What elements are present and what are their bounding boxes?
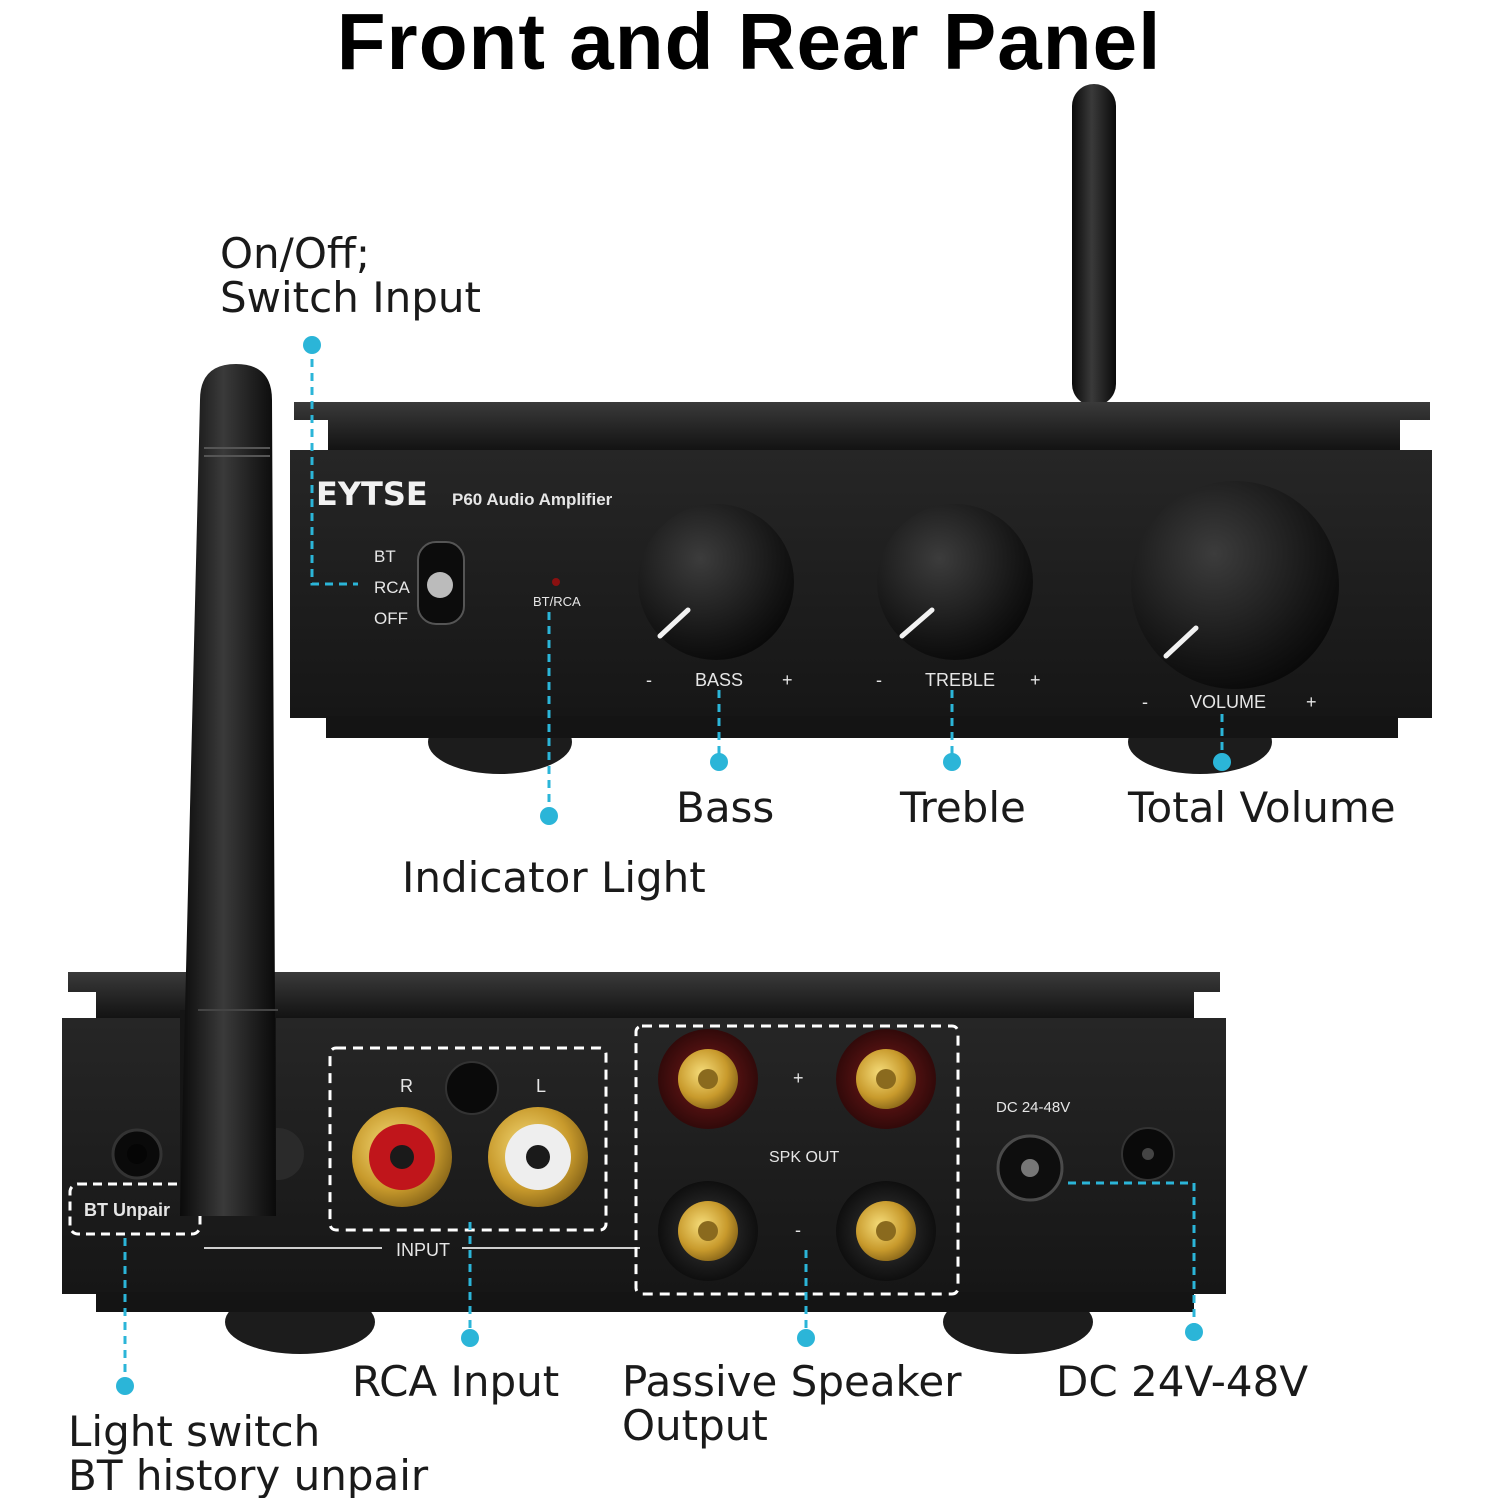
callout-bass: Bass: [676, 783, 775, 832]
callout-switch-line2: Switch Input: [220, 273, 481, 322]
callout-dc: DC 24V-48V: [1056, 1357, 1309, 1406]
callout-light-switch: Light switch BT history unpair: [68, 1410, 428, 1498]
volume-label: VOLUME: [1190, 692, 1266, 712]
callout-light-switch-line1: Light switch: [68, 1407, 321, 1456]
volume-knob[interactable]: [1131, 481, 1339, 689]
input-switch-toggle[interactable]: [427, 572, 453, 598]
callout-lines: [123, 345, 1224, 1386]
callout-rca: RCA Input: [352, 1357, 560, 1406]
front-top-plate: [294, 402, 1430, 452]
rca-callout-dot: [461, 1329, 479, 1347]
speaker-post-left-plus[interactable]: [658, 1029, 758, 1129]
treble-label: TREBLE: [925, 670, 995, 690]
rear-top-plate: [68, 972, 1220, 1020]
treble-callout-dot: [943, 753, 961, 771]
callout-dots: [116, 336, 1231, 1395]
bass-label: BASS: [695, 670, 743, 690]
spk-minus-label: -: [795, 1220, 801, 1240]
speaker-post-right-minus[interactable]: [836, 1181, 936, 1281]
bass-plus: +: [782, 670, 793, 690]
callout-switch-line1: On/Off;: [220, 229, 370, 278]
volume-minus: -: [1142, 692, 1148, 712]
speaker-post-right-plus[interactable]: [836, 1029, 936, 1129]
spk-plus-label: +: [793, 1068, 804, 1088]
treble-plus: +: [1030, 670, 1041, 690]
callout-switch: On/Off; Switch Input: [220, 232, 481, 320]
front-base: [326, 716, 1398, 738]
unpair-callout-dot: [116, 1377, 134, 1395]
aux-jack[interactable]: [445, 1061, 499, 1115]
bass-callout-dot: [710, 753, 728, 771]
switch-label-bt: BT: [374, 547, 396, 566]
page-title: Front and Rear Panel: [336, 0, 1162, 86]
dc-label: DC 24-48V: [996, 1099, 1070, 1116]
rear-base: [96, 1292, 1194, 1312]
volume-callout-dot: [1213, 753, 1231, 771]
speaker-callout-dot: [797, 1329, 815, 1347]
dc-callout-dot: [1185, 1323, 1203, 1341]
callout-speaker-line2: Output: [622, 1401, 768, 1450]
spk-out-label: SPK OUT: [769, 1149, 839, 1166]
model-name: P60 Audio Amplifier: [452, 490, 613, 509]
rca-right-label: R: [400, 1076, 413, 1096]
speaker-post-left-minus[interactable]: [658, 1181, 758, 1281]
brand-logo: EYTSE: [316, 475, 428, 513]
rca-left-label: L: [536, 1076, 546, 1096]
callout-treble: Treble: [900, 783, 1026, 832]
front-unit: EYTSE P60 Audio Amplifier BT RCA OFF BT/…: [290, 84, 1432, 774]
rca-right-jack[interactable]: [352, 1107, 452, 1207]
volume-plus: +: [1306, 692, 1317, 712]
treble-knob[interactable]: [877, 504, 1033, 660]
rca-left-jack[interactable]: [488, 1107, 588, 1207]
indicator-callout-dot: [540, 807, 558, 825]
callout-speaker-line1: Passive Speaker: [622, 1357, 962, 1406]
indicator-light: [552, 578, 560, 586]
front-antenna: [1072, 84, 1116, 406]
switch-callout-dot: [303, 336, 321, 354]
callout-volume: Total Volume: [1128, 783, 1396, 832]
bass-minus: -: [646, 670, 652, 690]
rear-antenna: [180, 364, 276, 1216]
callout-speaker: Passive Speaker Output: [622, 1360, 962, 1448]
bt-unpair-label: BT Unpair: [84, 1200, 170, 1220]
treble-minus: -: [876, 670, 882, 690]
callout-indicator: Indicator Light: [402, 853, 706, 902]
input-label: INPUT: [396, 1240, 450, 1260]
bass-knob[interactable]: [638, 504, 794, 660]
switch-label-rca: RCA: [374, 578, 411, 597]
rca-input-box: [328, 1046, 608, 1232]
indicator-label: BT/RCA: [533, 594, 581, 609]
spk-out-box: [634, 1024, 960, 1296]
switch-label-off: OFF: [374, 609, 408, 628]
callout-light-switch-line2: BT history unpair: [68, 1451, 429, 1498]
rear-unit: BT Unpair R L INPUT: [62, 364, 1226, 1354]
